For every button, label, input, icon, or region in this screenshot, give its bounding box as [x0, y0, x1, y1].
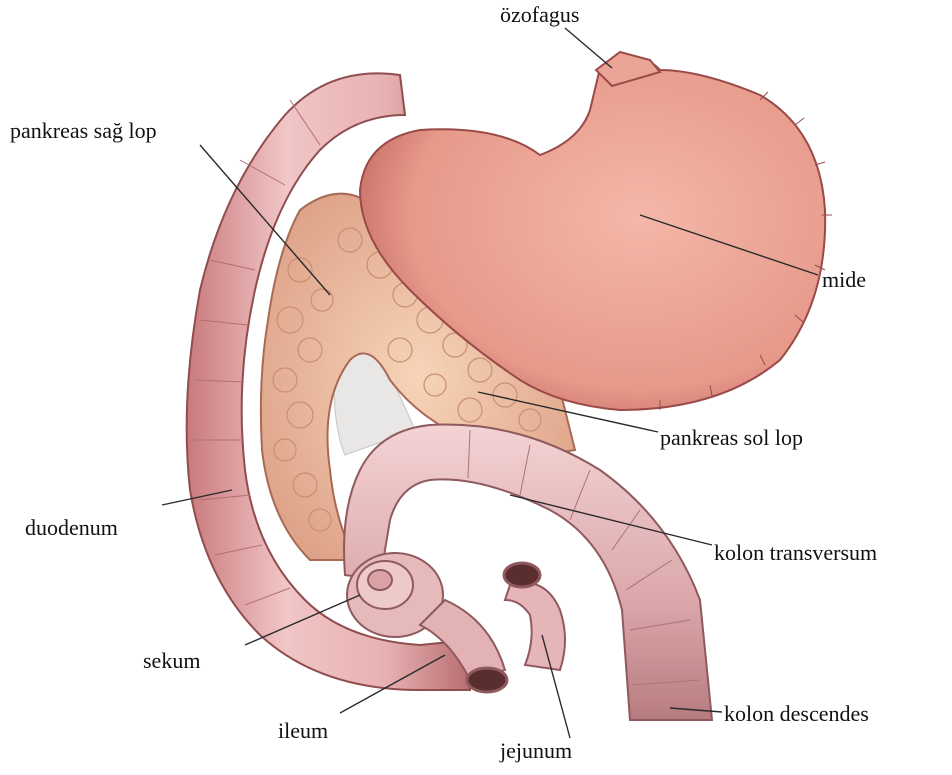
leader-ozofagus	[565, 28, 612, 68]
label-ileum: ileum	[278, 718, 328, 744]
jejunum-shape	[505, 583, 565, 670]
label-duodenum: duodenum	[25, 515, 118, 541]
label-mide: mide	[822, 267, 866, 293]
label-kolon-descendes: kolon descendes	[724, 701, 869, 727]
label-pankreas-sag-lop: pankreas sağ lop	[10, 118, 157, 144]
label-ozofagus: özofagus	[500, 2, 579, 28]
label-pankreas-sol-lop: pankreas sol lop	[660, 425, 803, 451]
label-kolon-transversum: kolon transversum	[714, 540, 877, 566]
label-sekum: sekum	[143, 648, 200, 674]
jejunum-opening	[504, 563, 540, 587]
label-jejunum: jejunum	[500, 738, 572, 764]
ileum-opening	[467, 668, 507, 692]
